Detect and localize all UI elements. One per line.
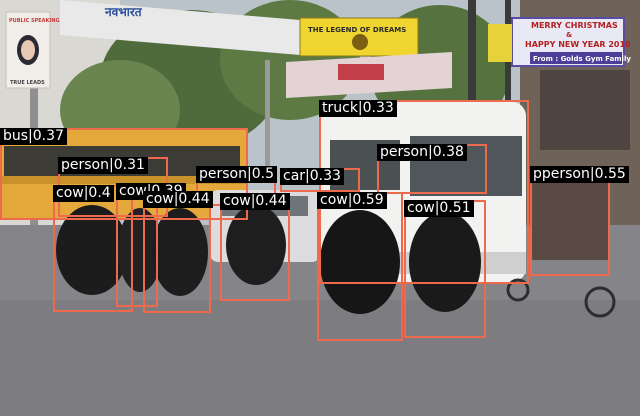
- public-speaking-text: PUBLIC SPEAKING: [9, 18, 60, 24]
- xmas-line4: From : Golds Gym Family: [533, 55, 631, 63]
- xmas-line1: MERRY CHRISTMAS: [531, 21, 618, 30]
- detection-box-cow-1: cow|0.4: [53, 185, 133, 312]
- detection-label-cow-6: cow|0.51: [404, 200, 474, 217]
- detection-box-cow-5: cow|0.59: [317, 192, 403, 341]
- banner-top-text: नवभारत: [104, 5, 143, 19]
- detection-box-car: car|0.33: [280, 168, 360, 192]
- xmas-line3: HAPPY NEW YEAR 2010: [525, 40, 631, 49]
- detection-label-bus: bus|0.37: [0, 128, 67, 145]
- detection-box-cow-6: cow|0.51: [404, 200, 486, 338]
- detection-label-person-1: person|0.31: [58, 157, 148, 174]
- detection-box-person-4: pperson|0.55: [530, 166, 629, 276]
- detection-label-truck: truck|0.33: [319, 100, 397, 117]
- detection-label-car: car|0.33: [280, 168, 344, 185]
- detection-box-cow-4: cow|0.44: [220, 193, 290, 301]
- detection-label-cow-5: cow|0.59: [317, 192, 387, 209]
- left-poster-bottom-text: TRUE LEADS: [10, 80, 45, 86]
- yellow-banner-text: THE LEGEND OF DREAMS: [308, 26, 406, 34]
- detection-label-cow-3: cow|0.44: [143, 191, 213, 208]
- detection-box-person-2: person|0.38: [377, 144, 487, 194]
- detection-label-person-2: person|0.38: [377, 144, 467, 161]
- detection-label-cow-1: cow|0.4: [53, 185, 114, 202]
- xmas-line2: &: [566, 31, 572, 39]
- detection-box-cow-3: cow|0.44: [143, 191, 213, 313]
- detection-label-person-4: pperson|0.55: [530, 166, 629, 183]
- detection-label-cow-4: cow|0.44: [220, 193, 290, 210]
- detection-label-person-3: person|0.5: [196, 166, 277, 183]
